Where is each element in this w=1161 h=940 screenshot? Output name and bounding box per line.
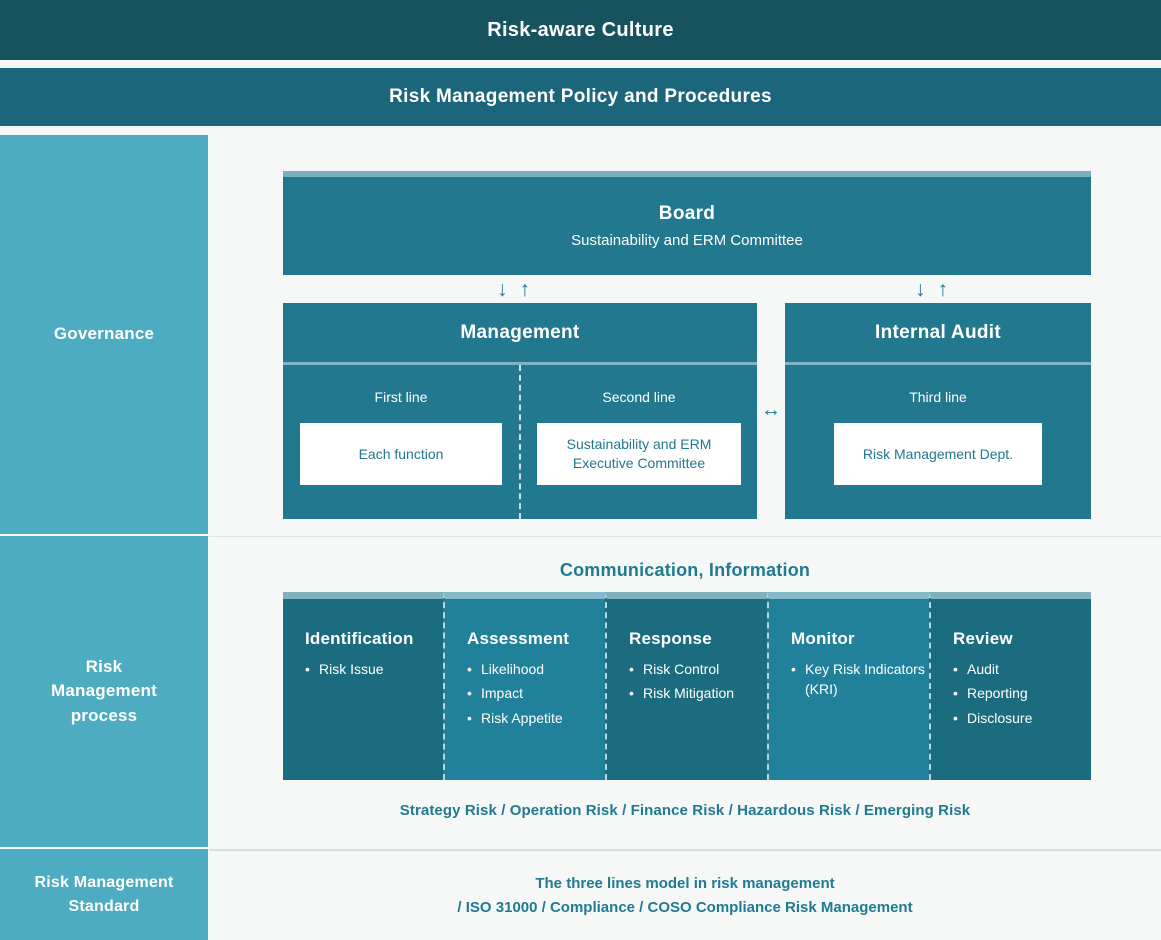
risk-types-caption: Strategy Risk / Operation Risk / Finance… [399,802,971,819]
rail-process-text: Risk Management process [51,655,157,729]
arrow-up-icon: ↑ [937,278,949,301]
process-column-monitor-title: Monitor [791,629,855,648]
banner-risk-aware-culture-label: Risk-aware Culture [487,18,674,41]
second-line-card-sustainability-erm-exec-committee: Sustainability and ERM Executive Committ… [537,423,741,485]
second-line-label: Second line [602,389,676,405]
first-line-label: First line [374,389,428,405]
list-item: Likelihood [467,659,605,680]
rail-process-line-3: process [70,705,138,725]
rail-process-line-2: Management [51,681,157,701]
list-item: Risk Appetite [467,708,605,729]
banner-risk-aware-culture: Risk-aware Culture [0,0,1161,60]
board-box: Board Sustainability and ERM Committee [283,171,1091,275]
arrow-left-right-icon: ↔ [761,399,781,421]
list-item: Impact [467,683,605,704]
rail-standard-line-1: Risk Management [34,874,174,892]
board-title: Board [658,203,716,224]
pane-risk-management-standard [209,849,1161,940]
first-line-card-label: Each function [358,445,444,462]
second-line-column: Second line Sustainability and ERM Execu… [519,365,757,519]
process-column-identification-title: Identification [305,629,414,648]
process-column-response-title: Response [629,629,712,648]
arrow-down-icon: ↓ [497,278,508,301]
process-column-assessment: Assessment Likelihood Impact Risk Appeti… [443,592,605,780]
list-item: Reporting [953,683,1091,704]
third-line-card-risk-management-dept: Risk Management Dept. [834,423,1042,485]
list-item: Risk Mitigation [629,683,767,704]
third-line-card-label: Risk Management Dept. [862,445,1014,462]
process-column-review-title: Review [953,629,1013,648]
second-line-card-line-1: Sustainability and ERM [566,436,712,453]
list-item: Key Risk Indicators (KRI) [791,659,929,700]
first-line-card-each-function: Each function [300,423,502,485]
process-columns-strip: Identification Risk Issue Assessment Lik… [283,592,1091,780]
standard-line-1: The three lines model in risk management [535,875,835,892]
arrows-board-management: ↓ ↑ [497,279,530,300]
banner-risk-management-policy: Risk Management Policy and Procedures [0,68,1161,126]
internal-audit-box: Internal Audit Third line Risk Managemen… [785,303,1091,519]
process-column-response-list: Risk Control Risk Mitigation [629,659,767,704]
rail-standard-line-2: Standard [68,897,140,915]
rail-governance-text: Governance [53,324,155,344]
standard-line-2: / ISO 31000 / Compliance / COSO Complian… [457,899,913,916]
list-item: Disclosure [953,708,1091,729]
arrow-down-icon: ↓ [915,278,926,301]
second-line-card-line-2: Executive Committee [572,455,706,471]
rail-process-line-1: Risk [85,656,123,676]
process-column-assessment-list: Likelihood Impact Risk Appetite [467,659,605,728]
internal-audit-title: Internal Audit [785,303,1091,365]
third-line-label: Third line [909,389,967,405]
process-column-assessment-title: Assessment [467,629,570,648]
process-column-identification-list: Risk Issue [305,659,443,680]
process-column-review: Review Audit Reporting Disclosure [929,592,1091,780]
process-column-response: Response Risk Control Risk Mitigation [605,592,767,780]
management-lines: First line Each function Second line Sus… [283,365,757,519]
process-column-identification: Identification Risk Issue [283,592,443,780]
rail-label-risk-management-standard: Risk Management Standard [0,849,208,940]
process-column-monitor-list: Key Risk Indicators (KRI) [791,659,929,700]
first-line-column: First line Each function [283,365,519,519]
list-item: Risk Control [629,659,767,680]
process-column-review-list: Audit Reporting Disclosure [953,659,1091,728]
list-item: Risk Issue [305,659,443,680]
rail-label-risk-management-process: Risk Management process [0,536,208,847]
rail-standard-text: Risk Management Standard [34,871,173,917]
board-subtitle: Sustainability and ERM Committee [571,232,803,249]
process-column-monitor: Monitor Key Risk Indicators (KRI) [767,592,929,780]
risk-management-standard-text: The three lines model in risk management… [209,872,1161,920]
communication-information-title: Communication, Information [559,560,811,580]
list-item: Audit [953,659,1091,680]
management-title: Management [283,303,757,365]
internal-audit-lines: Third line Risk Management Dept. [785,365,1091,519]
banner-risk-management-policy-label: Risk Management Policy and Procedures [389,86,772,107]
arrow-up-icon: ↑ [519,278,531,301]
rail-label-governance: Governance [0,135,208,534]
management-box: Management First line Each function Seco… [283,303,757,519]
arrows-board-internal-audit: ↓ ↑ [915,279,948,300]
third-line-column: Third line Risk Management Dept. [785,365,1091,519]
second-line-card-label: Sustainability and ERM Executive Committ… [567,435,712,473]
